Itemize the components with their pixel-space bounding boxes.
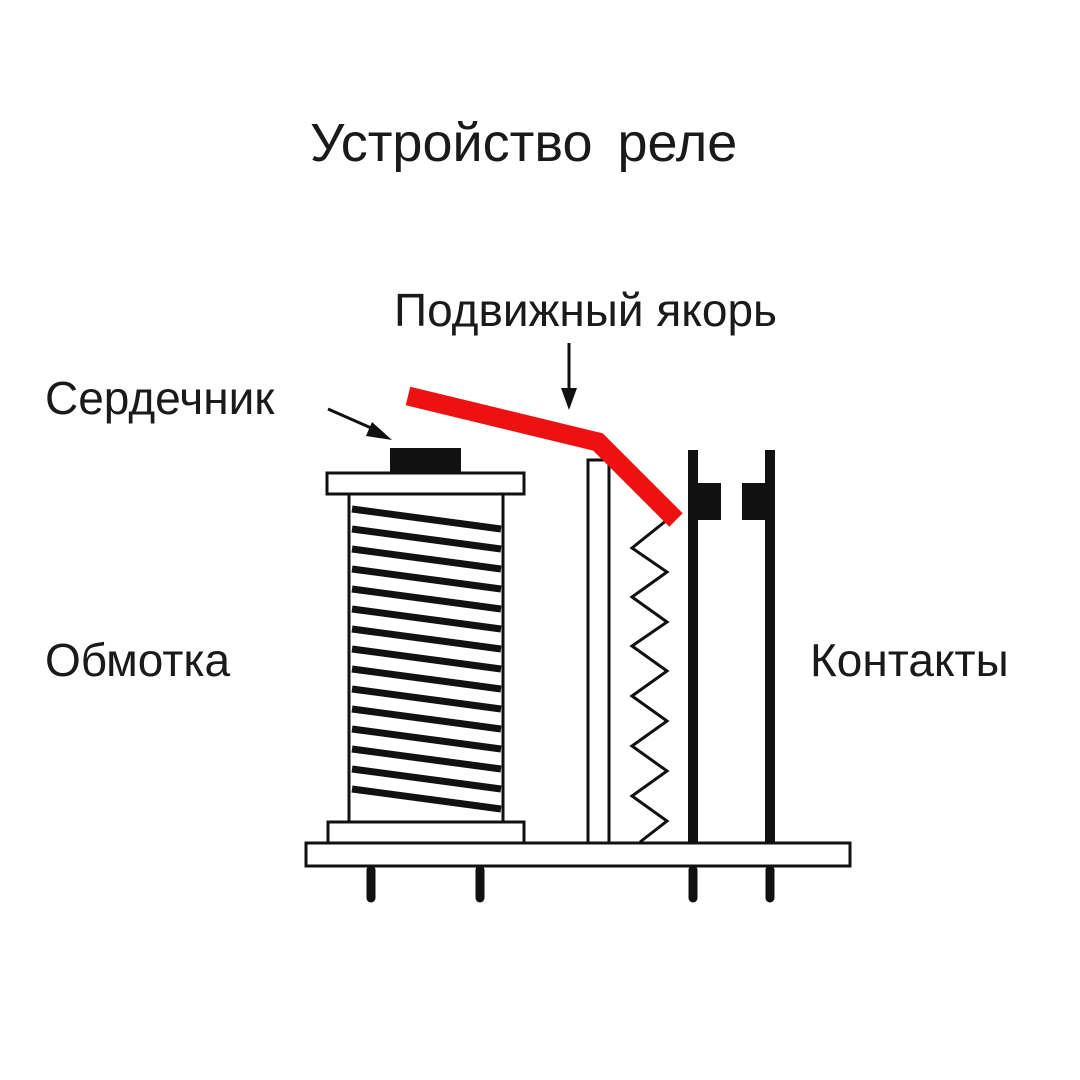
winding-turn: [351, 505, 502, 533]
winding-turn: [351, 525, 502, 553]
diagram-title: Устройство реле: [310, 113, 738, 173]
winding-turn: [351, 545, 502, 573]
terminal-pins: [366, 865, 775, 903]
winding-turn: [351, 685, 502, 713]
winding-turn: [351, 765, 502, 793]
label-core: Сердечник: [45, 372, 275, 424]
arrow-core: [327, 407, 392, 440]
winding-turn: [351, 665, 502, 693]
winding-turn: [351, 745, 502, 773]
label-winding: Обмотка: [45, 634, 231, 686]
winding-turn: [351, 725, 502, 753]
return-spring: [629, 518, 670, 844]
arrow-armature: [561, 343, 577, 410]
contact-point-right: [742, 483, 770, 520]
winding-turn: [351, 625, 502, 653]
winding-turn: [351, 705, 502, 733]
coil-winding: [351, 505, 502, 813]
movable-armature: [405, 386, 683, 527]
winding-turn: [351, 785, 502, 813]
winding-turn: [351, 605, 502, 633]
coil-bottom-flange: [326, 820, 526, 845]
armature-post: [586, 458, 611, 845]
winding-turn: [351, 565, 502, 593]
core: [390, 448, 461, 473]
winding-turn: [351, 645, 502, 673]
coil-top-flange: [325, 471, 526, 496]
contact-point-left: [693, 483, 721, 520]
label-contacts: Контакты: [810, 634, 1009, 686]
base-plate: [304, 841, 852, 868]
winding-turn: [351, 585, 502, 613]
label-movable-armature: Подвижный якорь: [394, 284, 778, 336]
